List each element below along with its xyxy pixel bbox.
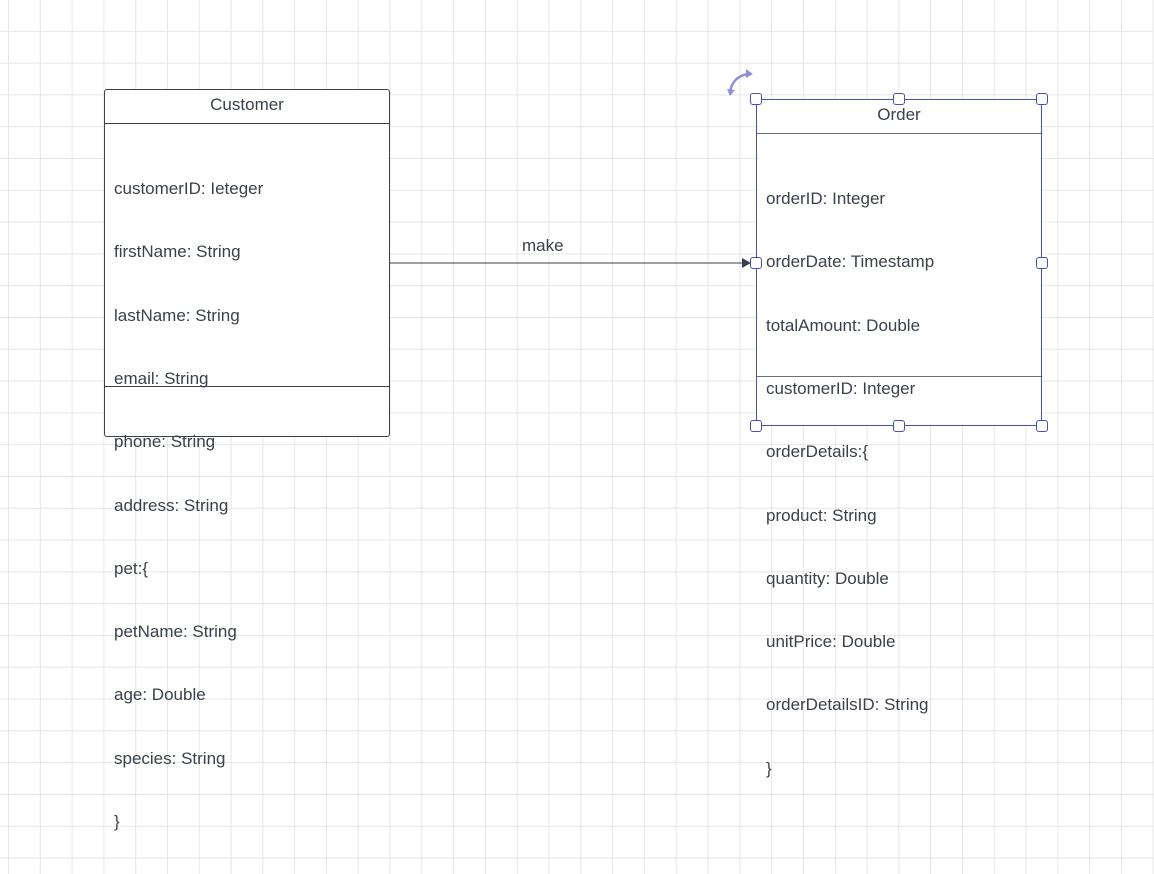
attribute: totalAmount: Double <box>766 315 921 335</box>
class-customer[interactable]: Customer customerID: Ieteger firstName: … <box>104 89 390 831</box>
attribute: phone: String <box>114 432 216 452</box>
attribute: petName: String <box>114 622 237 642</box>
attribute: orderDetails:{ <box>766 442 869 462</box>
attribute: age: Double <box>114 685 206 705</box>
attribute: email: String <box>114 369 209 389</box>
attribute: orderID: Integer <box>766 189 886 209</box>
resize-handle-bottom-right[interactable] <box>1036 420 1048 432</box>
class-name: Customer <box>105 90 389 124</box>
resize-handle-bottom-left[interactable] <box>750 420 762 432</box>
attribute: customerID: Integer <box>766 379 916 399</box>
class-attributes: customerID: Ieteger firstName: String la… <box>105 124 389 831</box>
rotate-icon[interactable] <box>726 68 756 98</box>
diagram-canvas[interactable]: make Customer customerID: Ieteger firstN… <box>0 0 1154 831</box>
resize-handle-top-right[interactable] <box>1036 93 1048 105</box>
attribute: address: String <box>114 495 229 515</box>
attribute: species: String <box>114 748 226 768</box>
resize-handle-top[interactable] <box>893 93 905 105</box>
class-attributes: orderID: Integer orderDate: Timestamp to… <box>757 134 1041 778</box>
class-name: Order <box>757 100 1041 134</box>
attribute: } <box>114 812 120 831</box>
association-connector[interactable] <box>0 0 1154 540</box>
attribute: pet:{ <box>114 558 149 578</box>
attribute: lastName: String <box>114 305 240 325</box>
attribute: orderDate: Timestamp <box>766 252 935 272</box>
class-order[interactable]: Order orderID: Integer orderDate: Timest… <box>756 99 1042 778</box>
resize-handle-top-left[interactable] <box>750 93 762 105</box>
attribute: } <box>766 758 772 778</box>
attribute: product: String <box>766 505 877 525</box>
resize-handle-right[interactable] <box>1036 257 1048 269</box>
connector-arrowhead <box>742 258 751 268</box>
resize-handle-bottom[interactable] <box>893 420 905 432</box>
attribute: orderDetailsID: String <box>766 695 929 715</box>
attribute: unitPrice: Double <box>766 632 896 652</box>
attribute: customerID: Ieteger <box>114 179 264 199</box>
resize-handle-left[interactable] <box>750 257 762 269</box>
connector-label[interactable]: make <box>522 236 564 255</box>
attribute: quantity: Double <box>766 568 889 588</box>
attribute: firstName: String <box>114 242 241 262</box>
